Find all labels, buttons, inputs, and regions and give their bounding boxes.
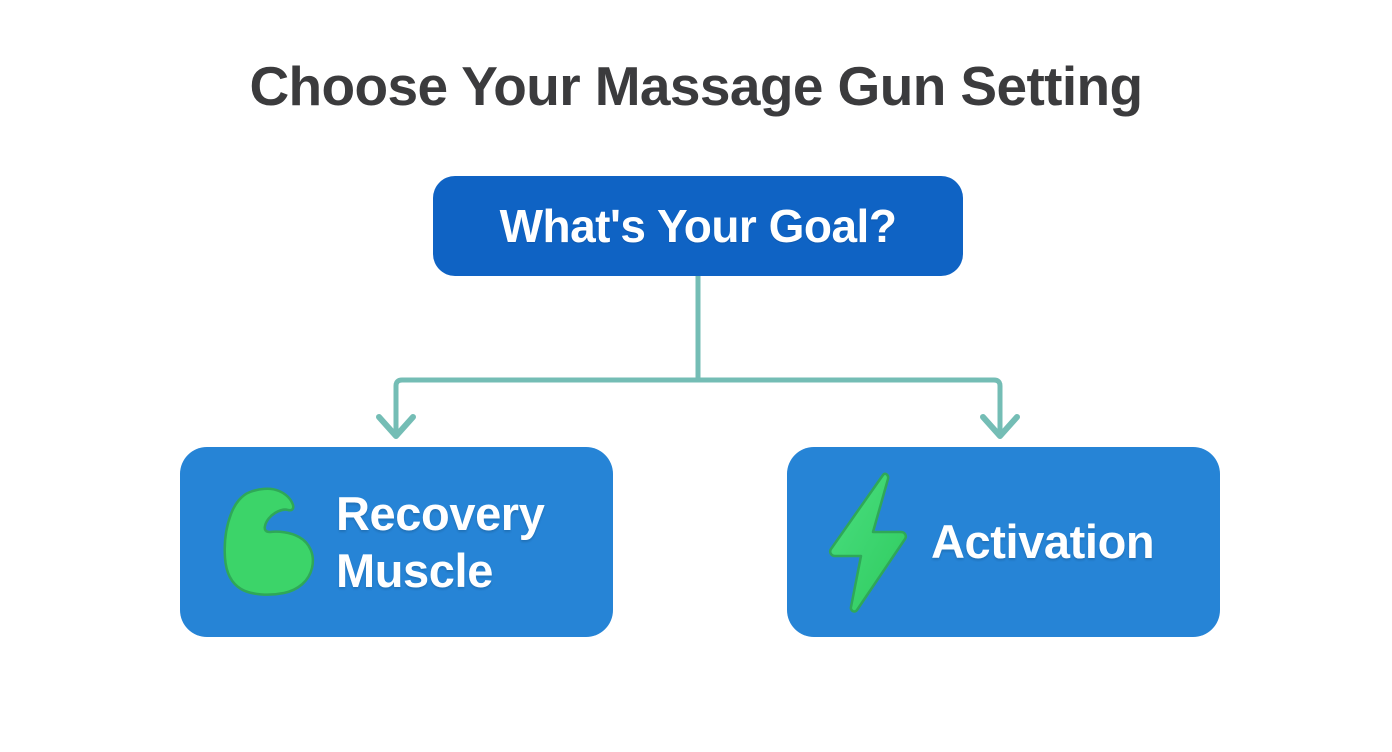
page-title: Choose Your Massage Gun Setting [249, 55, 1143, 117]
arrow-down-right-icon [980, 414, 1020, 439]
option-label-line-2: Muscle [336, 544, 493, 597]
root-node-label: What's Your Goal? [499, 200, 897, 252]
option-label-line-1: Recovery [336, 486, 545, 540]
connector-bar [393, 377, 1003, 417]
option-card-recovery-muscle[interactable]: Recovery Muscle [180, 447, 613, 637]
lightning-bolt-icon [828, 472, 908, 613]
flexed-bicep-icon [223, 487, 315, 596]
option-card-label-activation: Activation [931, 515, 1155, 569]
option-card-label-recovery-muscle: Recovery Muscle [336, 485, 545, 600]
root-node-whats-your-goal[interactable]: What's Your Goal? [433, 176, 963, 276]
option-card-activation[interactable]: Activation [787, 447, 1220, 637]
arrow-down-left-icon [376, 414, 416, 439]
